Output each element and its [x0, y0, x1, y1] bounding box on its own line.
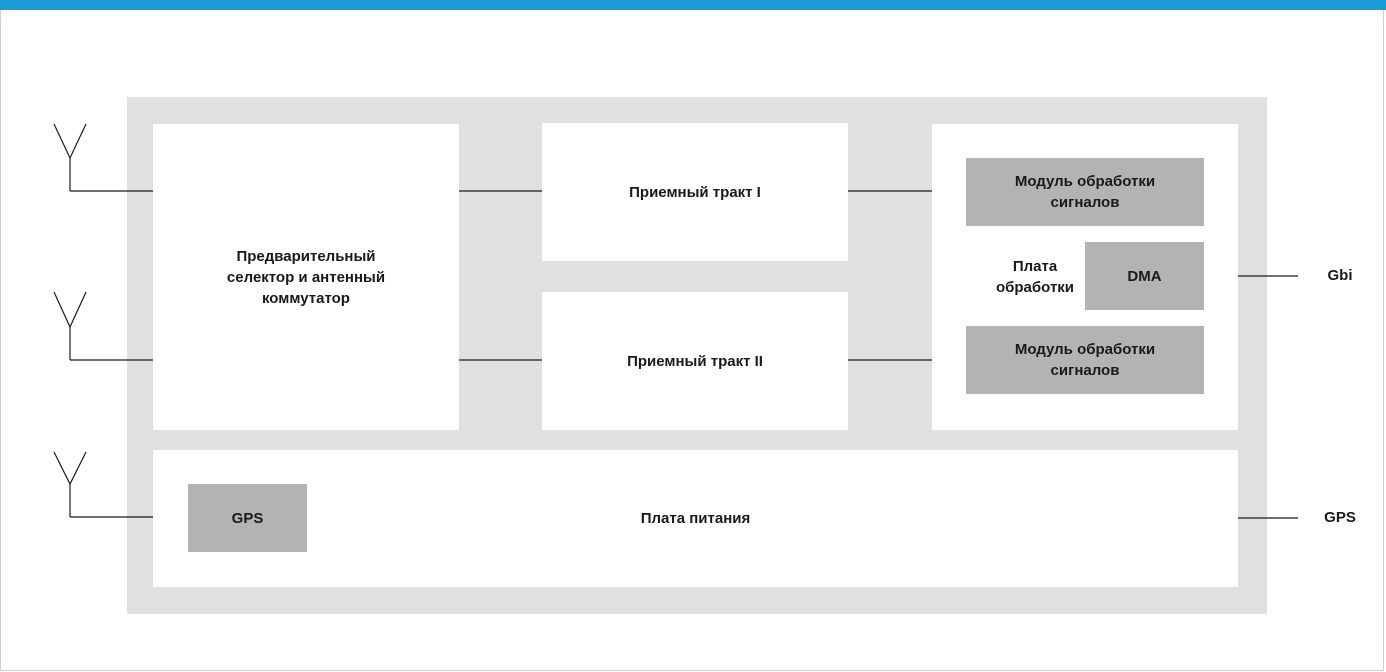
- antenna-icon: [53, 123, 153, 192]
- receive-path-1-block: Приемный тракт I: [542, 123, 848, 261]
- gps-module: GPS: [188, 484, 307, 552]
- gbi-output-label: Gbi: [1327, 267, 1353, 284]
- dma-label: DMA: [1127, 267, 1162, 285]
- antenna-icon: [53, 291, 153, 361]
- figure-frame: [0, 10, 1384, 671]
- power-board-label: Плата питания: [640, 510, 751, 527]
- preselector-block: Предварительный селектор и антенный комм…: [153, 124, 459, 430]
- signal-module-1: Модуль обработки сигналов: [966, 158, 1204, 226]
- signal-module-2: Модуль обработки сигналов: [966, 326, 1204, 394]
- signal-module-2-label: Модуль обработки сигналов: [1014, 341, 1156, 379]
- processing-board-label: Плата обработки: [995, 258, 1075, 296]
- dma-module: DMA: [1085, 242, 1204, 310]
- gps-output-label: GPS: [1324, 509, 1356, 526]
- top-accent-bar: [0, 0, 1386, 10]
- signal-module-1-label: Модуль обработки сигналов: [1014, 173, 1156, 211]
- receive-path-1-label: Приемный тракт I: [629, 183, 761, 201]
- gps-module-label: GPS: [231, 509, 264, 527]
- preselector-label: Предварительный селектор и антенный комм…: [226, 247, 386, 307]
- receive-path-2-block: Приемный тракт II: [542, 292, 848, 430]
- power-board-block: Плата питания: [153, 450, 1238, 587]
- receive-path-2-label: Приемный тракт II: [627, 352, 763, 370]
